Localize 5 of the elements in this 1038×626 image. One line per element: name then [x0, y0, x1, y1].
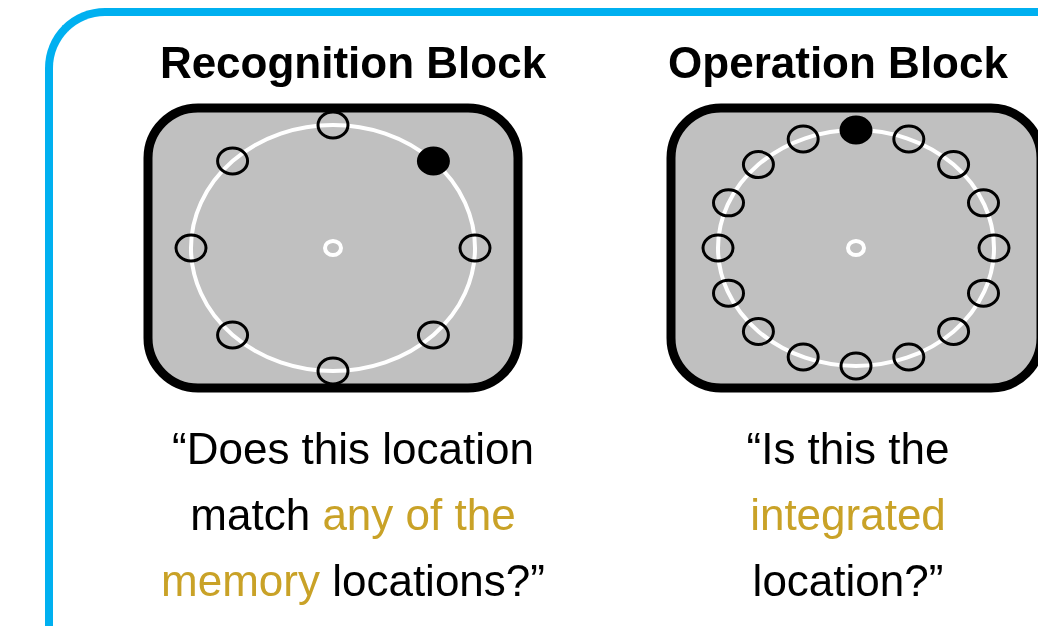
question-text: “Does this location match any of the memory locations?” [160, 423, 546, 607]
block-title: Operation Block [667, 38, 1009, 88]
block-title: Recognition Block [158, 38, 548, 88]
frame-border [45, 8, 1038, 626]
question-text: “Is this the integrated location?” [745, 423, 951, 607]
